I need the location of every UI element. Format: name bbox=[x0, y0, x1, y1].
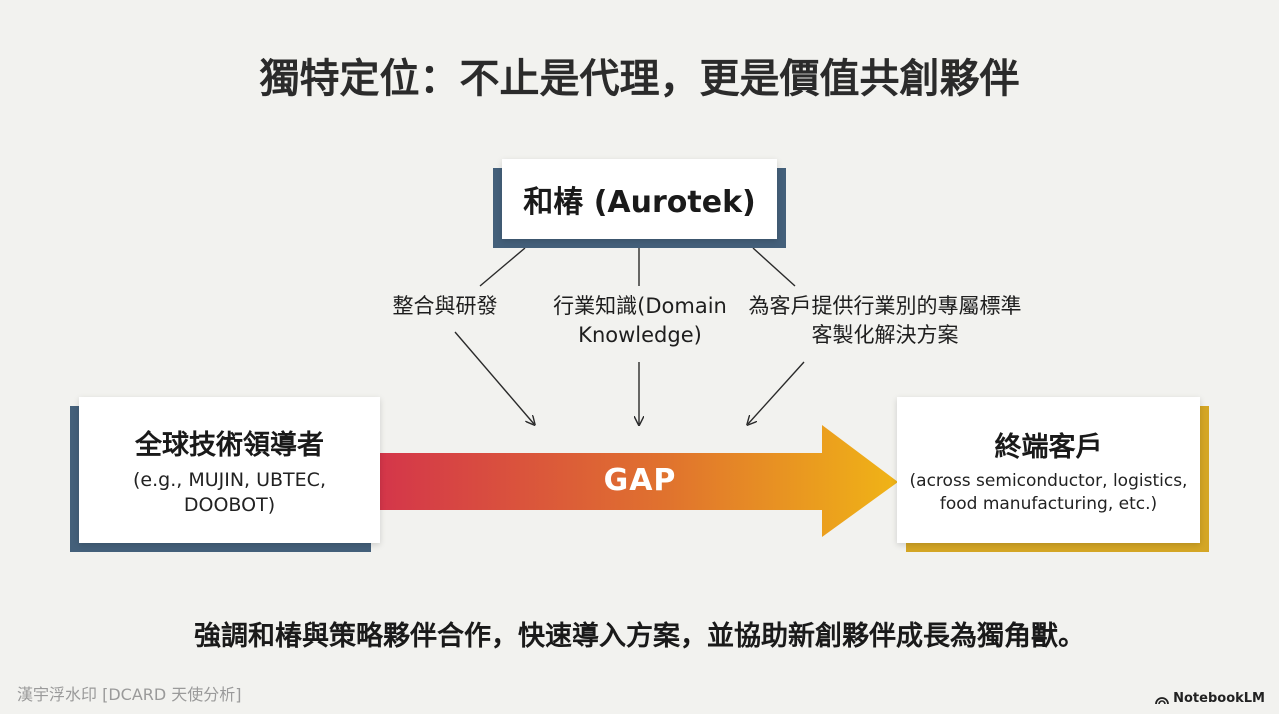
global-tech-leader-card: 全球技術領導者 (e.g., MUJIN, UBTEC, DOOBOT) bbox=[79, 397, 380, 543]
end-customer-title: 終端客戶 bbox=[994, 431, 1103, 463]
arrow-branch-3-to-gap bbox=[748, 361, 805, 424]
hub-card: 和椿 (Aurotek) bbox=[502, 159, 777, 239]
footer-statement: 強調和椿與策略夥伴合作，快速導入方案，並協助新創夥伴成長為獨角獸。 bbox=[194, 621, 1085, 652]
end-customer-card: 終端客戶 (across semiconductor, logistics, f… bbox=[897, 397, 1200, 543]
branch-label-custom-solutions: 為客戶提供行業別的專屬標準客製化解決方案 bbox=[748, 294, 1022, 348]
gap-label: GAP bbox=[603, 463, 677, 498]
brand-badge: NotebookLM bbox=[1155, 691, 1265, 706]
page-title: 獨特定位：不止是代理，更是價值共創夥伴 bbox=[259, 56, 1020, 102]
end-customer-sectors: (across semiconductor, logistics, food m… bbox=[909, 470, 1188, 514]
arrow-branch-1-to-gap bbox=[454, 331, 534, 424]
gap-arrow bbox=[380, 425, 898, 537]
branch-label-domain-knowledge: 行業知識(Domain Knowledge) bbox=[553, 294, 727, 348]
connector-hub-to-branch-3 bbox=[752, 247, 796, 287]
global-tech-leader-title: 全球技術領導者 bbox=[135, 429, 324, 461]
notebooklm-logo-icon bbox=[1155, 696, 1170, 704]
global-tech-leader-examples: (e.g., MUJIN, UBTEC, DOOBOT) bbox=[133, 468, 326, 516]
watermark: 漢宇浮水印 [DCARD 天使分析] bbox=[17, 685, 242, 704]
branch-label-integration: 整合與研發 bbox=[392, 294, 498, 318]
brand-label: NotebookLM bbox=[1173, 691, 1265, 706]
hub-label: 和椿 (Aurotek) bbox=[523, 185, 756, 220]
connector-hub-to-branch-1 bbox=[479, 247, 526, 287]
